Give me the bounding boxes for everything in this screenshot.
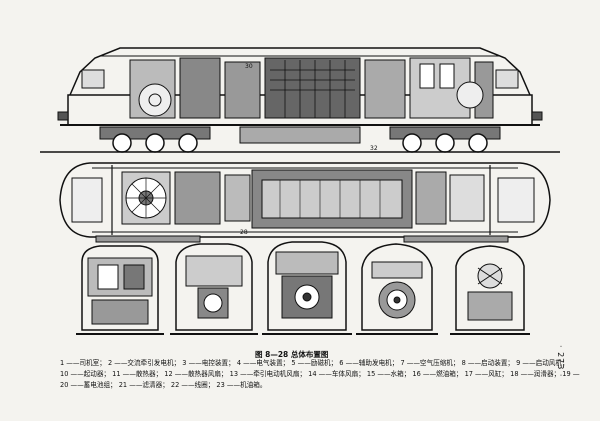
cross-section-4: [356, 243, 438, 335]
plan-view-number-28: 28: [240, 229, 248, 236]
side-elevation-view: [40, 47, 560, 153]
legend-line-2: 10 ——起动器； 11 ——散热器； 12 ——散热器风扇； 13 ——牵引电…: [60, 370, 580, 378]
cross-section-3: [262, 241, 352, 335]
side-view-number-32: 32: [370, 145, 378, 152]
legend-line-3: 20 ——蓄电池组； 21 ——滤清器； 22 ——线圈； 23 ——机油箱。: [60, 381, 267, 389]
cross-section-2: [170, 243, 258, 335]
cross-section-5: [450, 245, 530, 335]
cross-section-1: [76, 245, 164, 335]
figure-caption: 图 8—28 总体布置图: [255, 350, 329, 359]
side-view-number-30: 30: [245, 63, 253, 70]
plan-view: [59, 162, 551, 243]
legend-line-1: 1 ——司机室； 2 ——交流牵引发电机； 3 ——电控装置； 4 ——电气装置…: [60, 359, 569, 367]
page-number: · 273 ·: [556, 345, 565, 378]
